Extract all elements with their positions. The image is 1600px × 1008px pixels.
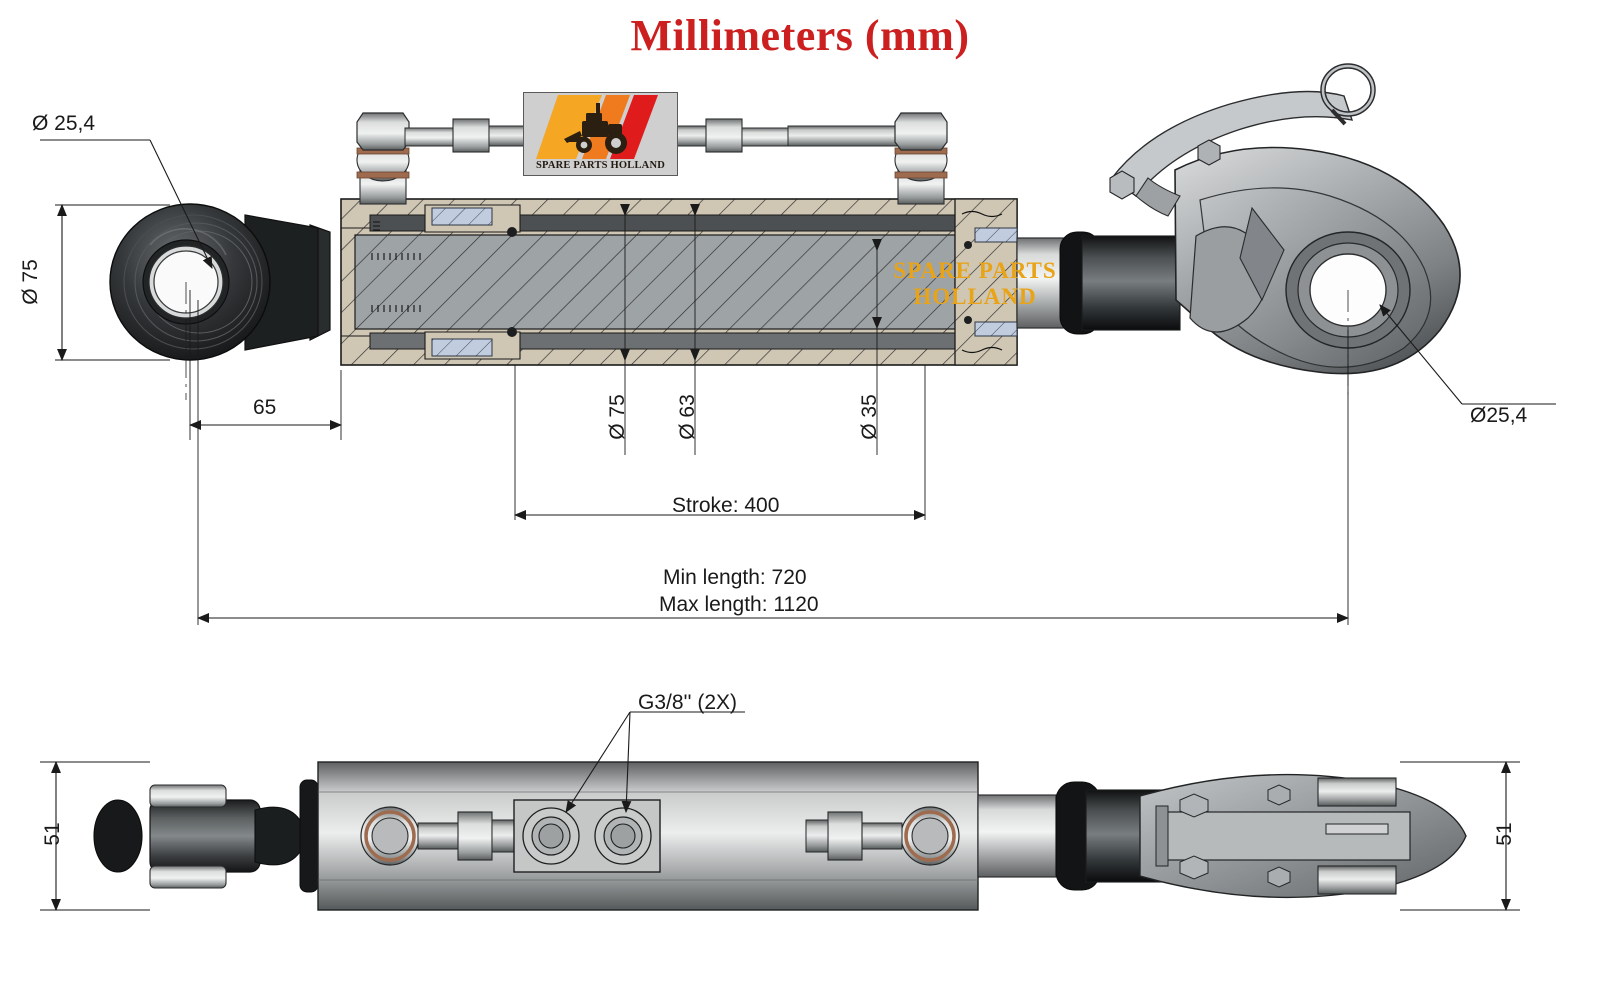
dim-label-stroke: Stroke: 400 bbox=[672, 494, 780, 517]
piston-assembly bbox=[371, 204, 521, 360]
dim-label-phi75-center: Ø 75 bbox=[606, 394, 629, 440]
dim-label-65: 65 bbox=[253, 396, 277, 419]
dim-label-51-left: 51 bbox=[41, 822, 64, 846]
dim-label-port: G3/8'' (2X) bbox=[638, 691, 738, 714]
logo-graphic bbox=[524, 93, 677, 175]
side-sectional-view bbox=[109, 63, 1461, 375]
brand-logo-plate: SPARE PARTS HOLLAND bbox=[523, 92, 678, 176]
dim-label-phi254-right: Ø25,4 bbox=[1470, 404, 1528, 427]
plan-ball-joint bbox=[93, 779, 319, 893]
dim-label-min-length: Min length: 720 bbox=[663, 566, 807, 589]
top-plan-view bbox=[93, 761, 1467, 911]
cylinder-body-section bbox=[340, 198, 1080, 366]
plan-hydraulic-fittings bbox=[360, 799, 960, 873]
dim-label-phi254-left: Ø 25,4 bbox=[32, 112, 96, 135]
dim-label-51-right: 51 bbox=[1493, 822, 1516, 846]
quick-hitch-hook-assembly bbox=[1059, 63, 1461, 375]
rod-gland-seals bbox=[954, 198, 1018, 366]
hydraulic-fittings-top bbox=[356, 112, 948, 205]
dim-label-phi63-center: Ø 63 bbox=[676, 394, 699, 440]
dim-label-max-length: Max length: 1120 bbox=[659, 593, 819, 616]
logo-text: SPARE PARTS HOLLAND bbox=[535, 160, 666, 171]
page-title: Millimeters (mm) bbox=[630, 11, 970, 60]
plan-hook-assembly bbox=[977, 773, 1467, 899]
dim-label-phi75-left: Ø 75 bbox=[19, 259, 42, 305]
dim-label-phi35-center: Ø 35 bbox=[858, 394, 881, 440]
